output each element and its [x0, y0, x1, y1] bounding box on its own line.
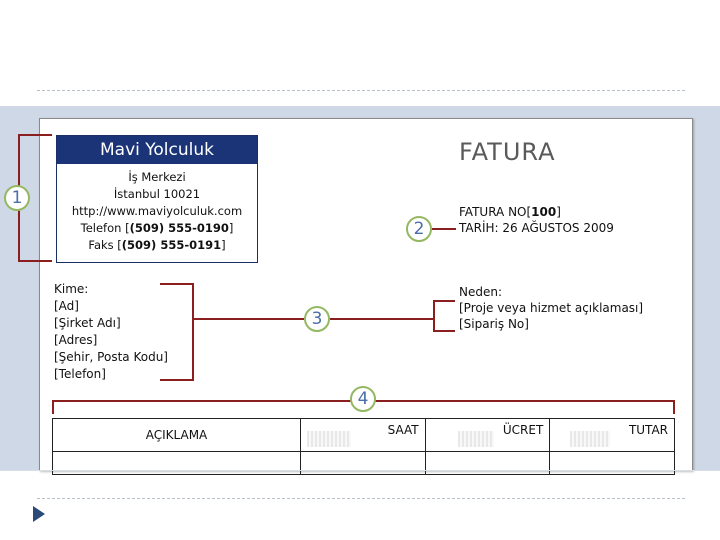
reason-line-1: [Proje veya hizmet açıklaması] [459, 301, 644, 315]
invoice-title: FATURA [459, 138, 556, 166]
company-line-1: İş Merkezi [128, 170, 186, 184]
callout-2-line [432, 228, 456, 230]
hatch-fill [457, 431, 494, 447]
bullet-arrow-icon [33, 506, 45, 522]
to-line-3: [Adres] [54, 333, 98, 347]
callout-1: 1 [4, 185, 30, 211]
col-total: TUTAR [549, 418, 675, 452]
invoice-date: TARİH: 26 AĞUSTOS 2009 [459, 221, 614, 235]
to-line-1: [Ad] [54, 299, 79, 313]
company-fax: Faks [(509) 555-0191] [88, 238, 226, 252]
invoice-number: FATURA NO[100] [459, 205, 561, 219]
reason-heading: Neden: [459, 285, 503, 299]
bracket-3-right-top [433, 300, 455, 302]
callout-3: 3 [304, 306, 330, 332]
bracket-4-right [673, 400, 675, 414]
table-cell [549, 451, 675, 475]
bracket-3-right [433, 300, 435, 332]
bottom-divider [37, 498, 685, 499]
company-info-box: Mavi Yolculuk İş Merkezi İstanbul 10021 … [56, 135, 258, 263]
bracket-4-left [52, 400, 54, 414]
top-divider [37, 90, 685, 91]
invoice-table: AÇIKLAMA SAAT ÜCRET TUTAR [52, 418, 675, 475]
callout-2: 2 [406, 216, 432, 242]
bracket-1-top [18, 134, 52, 136]
callout-4: 4 [350, 386, 376, 412]
table-cell [300, 451, 426, 475]
col-description: AÇIKLAMA [52, 418, 301, 452]
company-website: http://www.maviyolculuk.com [71, 204, 243, 218]
bracket-3-left-top [160, 283, 194, 285]
reason-line-2: [Sipariş No] [459, 317, 529, 331]
table-cell [52, 451, 301, 475]
to-line-2: [Şirket Adı] [54, 316, 121, 330]
bracket-1-bottom [18, 260, 52, 262]
bracket-3-left-bottom [160, 379, 194, 381]
hatch-fill [570, 431, 611, 447]
callout-3-line-left [192, 318, 304, 320]
lower-divider [0, 470, 720, 471]
callout-3-line-right [330, 318, 434, 320]
company-phone: Telefon [(509) 555-0190] [80, 221, 234, 235]
to-heading: Kime: [54, 282, 89, 296]
bracket-3-left [192, 283, 194, 381]
to-line-5: [Telefon] [54, 367, 106, 381]
company-name: Mavi Yolculuk [57, 136, 257, 164]
col-rate: ÜCRET [424, 418, 551, 452]
hatch-fill [307, 431, 351, 447]
col-hours: SAAT [300, 418, 426, 452]
bracket-3-right-bottom [433, 330, 455, 332]
company-line-2: İstanbul 10021 [113, 187, 201, 201]
to-line-4: [Şehir, Posta Kodu] [54, 350, 168, 364]
table-cell [424, 451, 551, 475]
